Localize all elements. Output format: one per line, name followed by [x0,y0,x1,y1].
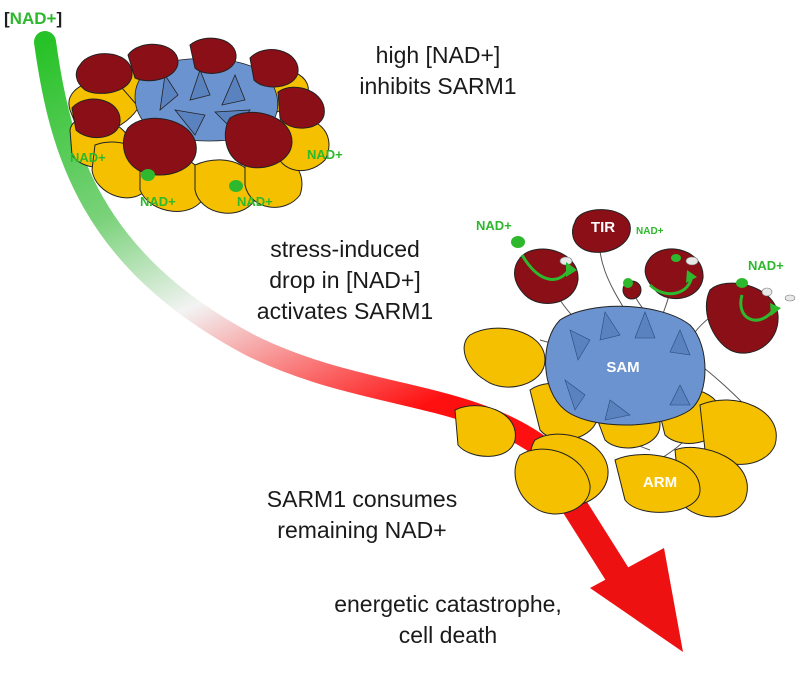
caption-high-nad-line-2: inhibits SARM1 [359,73,517,99]
sam-label: SAM [606,359,639,376]
sam-ring [545,305,706,426]
caption-consumes-line-2: remaining NAD+ [277,517,447,543]
caption-consumes-line-1: SARM1 consumes [266,486,458,512]
caption-death-line-2: cell death [398,622,498,648]
caption-stress: stress-induced drop in [NAD+] activates … [240,234,450,327]
nad-legend-text: NAD+ [9,9,57,28]
cell-death-arrow [553,480,683,652]
caption-death: energetic catastrophe, cell death [313,589,583,651]
nad-label-active-3: NAD+ [748,258,784,273]
nad-label-active-1: NAD+ [476,218,512,233]
caption-consumes: SARM1 consumes remaining NAD+ [247,484,477,546]
tir-label: TIR [591,219,615,236]
nad-label-inactive-bottom-right: NAD+ [237,194,273,209]
nad-legend-open-bracket: [ [4,9,10,28]
arm-label: ARM [643,474,677,491]
nad-legend-close-bracket: ] [56,9,63,28]
caption-stress-line-1: stress-induced [270,236,420,262]
caption-death-line-1: energetic catastrophe, [334,591,562,617]
caption-high-nad-line-1: high [NAD+] [375,42,501,68]
nad-label-inactive-right: NAD+ [307,147,343,162]
caption-high-nad: high [NAD+] inhibits SARM1 [338,40,538,102]
nad-label-active-2: NAD+ [636,226,664,237]
caption-stress-line-2: drop in [NAD+] [269,267,421,293]
inactive-sarm1-octamer [68,37,330,214]
nad-label-inactive-bottom-left: NAD+ [140,194,176,209]
active-sarm1-complex [454,209,796,518]
nad-legend: [NAD+] [4,9,62,29]
nad-label-inactive-left: NAD+ [70,150,106,165]
caption-stress-line-3: activates SARM1 [256,298,434,324]
